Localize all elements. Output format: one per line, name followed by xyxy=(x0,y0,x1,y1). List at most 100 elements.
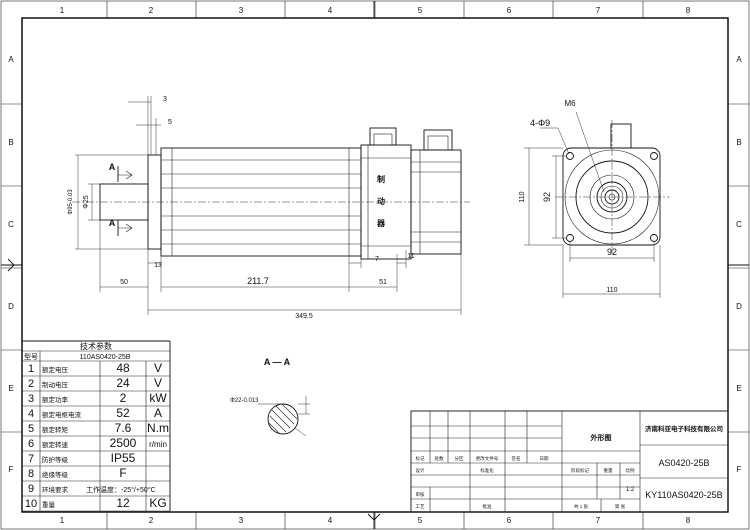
spec-row-value: 52 xyxy=(116,406,130,420)
row-label-left-A: A xyxy=(8,55,14,64)
spec-row-name: 制动电压 xyxy=(42,380,69,389)
tb-scale-value: 1:2 xyxy=(626,487,635,493)
row-label-right-B: B xyxy=(736,138,741,147)
col-label-top-1: 1 xyxy=(60,6,65,15)
col-label-top-2: 2 xyxy=(149,6,154,15)
mount-hole-bl xyxy=(566,234,574,242)
col-label-top-7: 7 xyxy=(596,6,601,15)
spec-row-value: IP55 xyxy=(111,451,136,465)
dim-349-5: 349.5 xyxy=(295,313,313,320)
row-label-right-C: C xyxy=(736,220,742,229)
spec-row-name: 额定电枢电流 xyxy=(42,410,82,419)
spec-row-no: 1 xyxy=(28,363,34,375)
spec-row-name: 重量 xyxy=(42,501,56,509)
tb-label-shenhe: 审核 xyxy=(416,491,425,498)
spec-row-no: 6 xyxy=(28,438,34,450)
col-label-top-5: 5 xyxy=(418,6,423,15)
dim-end-110-h: 110 xyxy=(606,287,617,294)
col-label-bottom-4: 4 xyxy=(328,516,333,525)
mount-hole-tl xyxy=(566,152,574,160)
row-label-right-A: A xyxy=(736,55,742,64)
tb-label-pizhun: 批准 xyxy=(483,503,492,510)
spec-row-no: 4 xyxy=(28,408,34,420)
col-label-bottom-1: 1 xyxy=(60,516,65,525)
spec-row-value: F xyxy=(119,466,126,480)
spec-model-header: 型号 xyxy=(24,352,38,361)
spec-table-title: 技术参数 xyxy=(80,341,112,351)
spec-row-no: 7 xyxy=(28,453,34,465)
spec-row-name: 防护等级 xyxy=(42,455,69,464)
drawing-number: KY110AS0420-25B xyxy=(645,490,722,500)
dim-3: 3 xyxy=(163,96,167,103)
tb-label-sheets: 共 1 张 xyxy=(574,503,589,510)
spec-row-name: 额定功率 xyxy=(42,395,69,404)
col-label-bottom-3: 3 xyxy=(239,516,244,525)
end-view: M6 4-Φ9 110 92 92 110 xyxy=(519,99,670,298)
tb-label-fenqu: 分区 xyxy=(455,455,464,462)
spec-row-no: 2 xyxy=(28,378,34,390)
side-view: 制 动 器 A A xyxy=(68,96,470,320)
mount-hole-tr xyxy=(650,152,658,160)
tb-label-zhongliang: 重量 xyxy=(604,467,613,474)
dim-50: 50 xyxy=(120,279,128,286)
spec-row-unit: N.m xyxy=(147,421,169,435)
spec-row-name: 绝缘等级 xyxy=(42,470,69,479)
tb-label-sheji: 设计 xyxy=(416,467,425,474)
dim-shaft-dia: Φ25 xyxy=(83,195,90,208)
tb-label-bili: 比例 xyxy=(626,467,635,474)
drawing-title: 外形图 xyxy=(591,433,612,442)
flange-square xyxy=(562,147,661,246)
row-label-left-B: B xyxy=(8,138,13,147)
spec-row-no: 5 xyxy=(28,423,34,435)
spec-row-no: 3 xyxy=(28,393,34,405)
col-label-top-8: 8 xyxy=(686,6,691,15)
dim-5: 5 xyxy=(168,119,172,126)
spec-row-unit: V xyxy=(154,361,162,375)
dim-211-7: 211.7 xyxy=(247,276,269,286)
spec-row-name: 额定电压 xyxy=(42,365,69,374)
company-name: 济南科亚电子科技有限公司 xyxy=(645,424,723,433)
tb-label-gengwenjian: 更改文件号 xyxy=(476,455,499,462)
section-mark-a-bottom: A xyxy=(109,218,116,228)
end-connector xyxy=(610,123,632,149)
tb-label-qianming: 签名 xyxy=(512,455,521,462)
brake-label-2: 动 xyxy=(377,196,385,206)
tb-label-sheet-no: 第 张 xyxy=(615,503,626,510)
spec-row-value: 48 xyxy=(116,361,130,375)
tb-label-riqi: 日期 xyxy=(540,456,549,462)
col-label-top-3: 3 xyxy=(239,6,244,15)
spec-row-no: 9 xyxy=(28,483,34,495)
label-4-holes: 4-Φ9 xyxy=(530,118,550,128)
row-label-right-F: F xyxy=(737,465,742,474)
spec-row-no: 8 xyxy=(28,468,34,480)
col-label-top-4: 4 xyxy=(328,6,333,15)
row-label-left-C: C xyxy=(8,220,14,229)
spec-row-unit: V xyxy=(154,376,162,390)
col-label-bottom-6: 6 xyxy=(507,516,512,525)
spec-row-value: 2 xyxy=(120,391,127,405)
brake-label-3: 器 xyxy=(376,219,386,228)
brake-label-1: 制 xyxy=(377,174,385,184)
row-label-right-D: D xyxy=(736,302,742,311)
part-number: AS0420-25B xyxy=(658,458,709,468)
tb-label-biaozhunhua: 标准化 xyxy=(480,467,494,474)
dim-51: 51 xyxy=(379,279,387,286)
dim-7: 7 xyxy=(375,256,379,263)
col-label-bottom-8: 8 xyxy=(686,516,691,525)
spec-row-value: 工作温度：-25°/+50°C xyxy=(86,485,156,494)
dim-flange-dia: Φ95-0.03 xyxy=(68,189,74,215)
title-block: 济南科亚电子科技有限公司 外形图 AS0420-25B KY110AS0420-… xyxy=(410,410,729,513)
spec-row-unit: r/min xyxy=(149,440,167,449)
spec-row-unit: KG xyxy=(149,496,166,510)
col-label-top-6: 6 xyxy=(507,6,512,15)
spec-row-value: 7.6 xyxy=(115,421,132,435)
tb-label-biaoji: 标记 xyxy=(416,455,425,462)
spec-model-value: 110AS0420-25B xyxy=(80,354,131,361)
spec-row-name: 环境要求 xyxy=(42,485,69,494)
spec-row-value: 2500 xyxy=(110,436,137,450)
tb-label-chushu: 处数 xyxy=(435,455,444,462)
spec-row-value: 24 xyxy=(116,376,130,390)
